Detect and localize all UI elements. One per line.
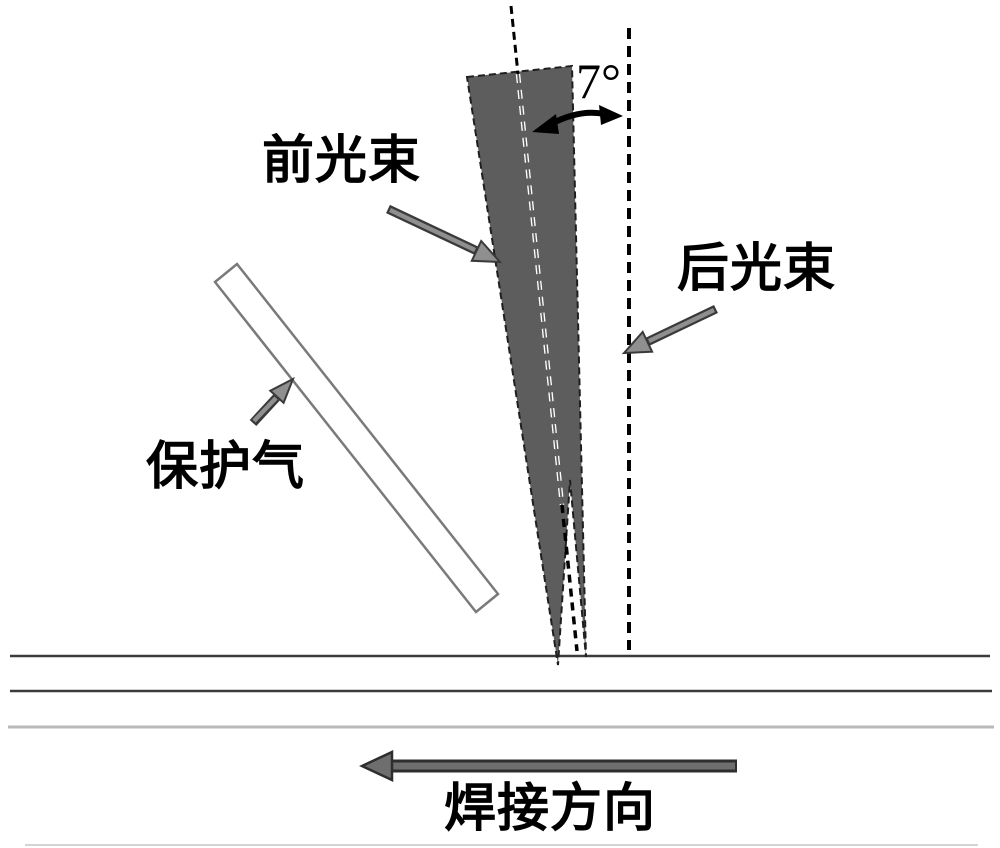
shield-gas-pointer-shaft [252,396,278,423]
rear-beam-pointer-head [621,330,654,355]
rear-beam-pointer-shaft [648,307,715,344]
weld-direction-arrow-head [359,750,394,782]
weld-direction-arrow [359,750,737,782]
shield-gas-tube [213,262,500,614]
shield-gas-pointer-head [268,376,295,405]
rear-beam-label: 后光束 [677,240,837,298]
workpiece-surface [8,654,994,846]
angle-arrow [532,105,623,134]
front-beam-axis-top [509,5,520,75]
shield-gas-pointer-arrow [249,376,295,427]
angle-label: 7° [576,53,621,109]
weld-direction-label: 焊接方向 [444,780,657,838]
front-beam-pointer-shaft [389,207,476,253]
front-beam-cone [465,64,587,666]
angle-arrow-left-head [532,114,559,134]
angle-arrow-right-head [599,105,623,125]
shield-gas-label: 保护气 [146,438,306,496]
front-beam [465,5,587,666]
rear-beam-pointer-arrow [621,304,718,355]
front-beam-axis-bottom [560,504,579,652]
front-beam-axis-inside-core [517,73,563,506]
front-beam-pointer-arrow [386,204,503,264]
front-beam-pointer-head [470,239,503,264]
front-beam-label: 前光束 [262,132,422,190]
